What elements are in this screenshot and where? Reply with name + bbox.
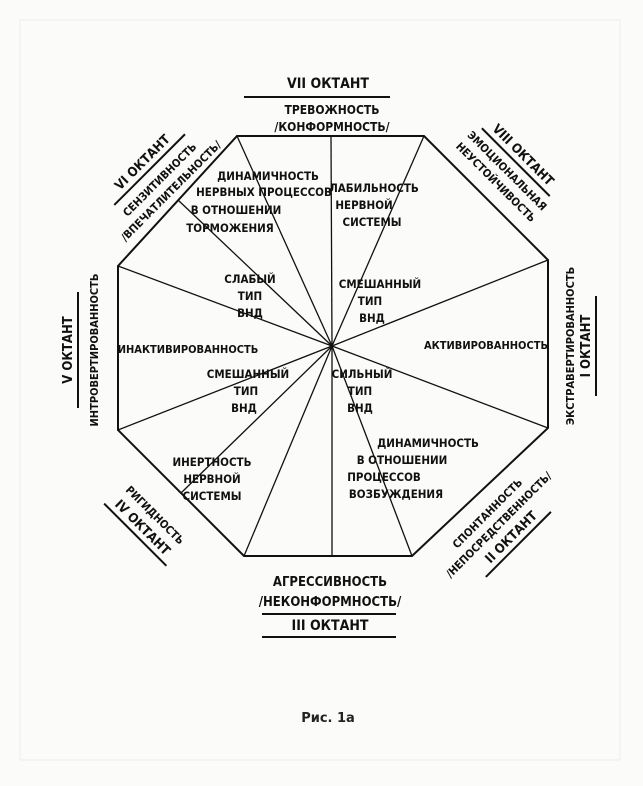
spoke-right-a	[331, 345, 549, 429]
octant-ii-underline	[485, 511, 552, 578]
octant-iii-line1: АГРЕССИВНОСТЬ	[273, 575, 387, 590]
inner-activity: АКТИВИРОВАННОСТЬ	[424, 339, 548, 352]
inner-inertness: ИНЕРТНОСТЬ НЕРВНОЙ СИСТЕМЫ	[172, 455, 251, 503]
octant-v-title: V ОКТАНТ	[61, 316, 76, 383]
octant-vii-line2: /КОНФОРМНОСТЬ/	[274, 120, 389, 134]
octant-iii-label: АГРЕССИВНОСТЬ /НЕКОНФОРМНОСТЬ/ III ОКТАН…	[259, 575, 402, 638]
octant-iii-line2: /НЕКОНФОРМНОСТЬ/	[259, 595, 402, 610]
spoke-bottom-right	[331, 345, 413, 557]
octant-i-line1: ЭКСТРАВЕРТИРОВАННОСТЬ	[564, 267, 577, 425]
spoke-top	[330, 135, 333, 347]
inner-lability-3: СИСТЕМЫ	[343, 215, 402, 229]
inner-lability-1: ЛАБИЛЬНОСТЬ	[329, 181, 419, 195]
inner-dynamics-excitation-2: В ОТНОШЕНИИ	[357, 453, 448, 467]
inner-dynamics-excitation: ДИНАМИЧНОСТЬ В ОТНОШЕНИИ ПРОЦЕССОВ ВОЗБУ…	[347, 436, 479, 501]
spoke-bottom-left-a	[180, 345, 333, 494]
inner-dynamics-inhibition-1: ДИНАМИЧНОСТЬ	[217, 169, 319, 183]
inner-strong-type: СИЛЬНЫЙ ТИП ВНД	[332, 366, 393, 415]
inner-weak-type-2: ТИП	[238, 289, 262, 303]
octant-vii-line1: ТРЕВОЖНОСТЬ	[285, 103, 380, 117]
spoke-top-left-a	[236, 135, 333, 347]
inner-mixed-type-upper-2: ТИП	[358, 294, 382, 308]
inner-weak-type-3: ВНД	[237, 306, 263, 320]
inner-dynamics-excitation-4: ВОЗБУЖДЕНИЯ	[349, 487, 443, 501]
inner-dynamics-inhibition-2: НЕРВНЫХ ПРОЦЕССОВ	[196, 185, 332, 199]
inner-inertness-2: НЕРВНОЙ	[183, 471, 240, 486]
octant-viii-underline	[481, 127, 551, 197]
octant-v-line1: ИНТРОВЕРТИРОВАННОСТЬ	[88, 274, 101, 427]
inner-dynamics-excitation-3: ПРОЦЕССОВ	[347, 470, 421, 484]
inner-strong-type-3: ВНД	[347, 401, 373, 415]
inner-inertness-3: СИСТЕМЫ	[183, 489, 242, 503]
octant-vi-underline	[113, 133, 186, 206]
octant-i-title: I ОКТАНТ	[579, 315, 594, 378]
octant-ii-label: СПОНТАННОСТЬ /НЕПОСРЕДСТВЕННОСТЬ/ II ОКТ…	[443, 469, 554, 580]
inner-lability-2: НЕРВНОЙ	[335, 197, 392, 212]
octant-iv-label: РИГИДНОСТЬ IV ОКТАНТ	[103, 483, 187, 567]
inner-strong-type-1: СИЛЬНЫЙ	[332, 366, 393, 381]
figure-caption: Рис. 1а	[301, 711, 355, 726]
octant-viii-label: VIII ОКТАНТ ЭМОЦИОНАЛЬНАЯ НЕУСТОЙЧИВОСТЬ	[453, 122, 556, 225]
inner-mixed-type-lower-3: ВНД	[231, 401, 257, 415]
inner-mixed-type-lower-1: СМЕШАННЫЙ	[207, 366, 289, 381]
inner-mixed-type-upper-3: ВНД	[359, 311, 385, 325]
octant-v-label: V ОКТАНТ ИНТРОВЕРТИРОВАННОСТЬ	[61, 274, 101, 427]
inner-inertness-1: ИНЕРТНОСТЬ	[172, 455, 251, 469]
page-border	[19, 19, 621, 761]
inner-inactivity: ИНАКТИВИРОВАННОСТЬ	[118, 343, 259, 356]
inner-dynamics-inhibition-3: В ОТНОШЕНИИ	[191, 203, 282, 217]
inner-strong-type-2: ТИП	[348, 384, 372, 398]
spoke-left-b	[117, 345, 333, 431]
spoke-top-right	[331, 135, 425, 347]
octant-vii-label: VII ОКТАНТ ТРЕВОЖНОСТЬ /КОНФОРМНОСТЬ/	[244, 76, 390, 134]
spoke-right-b	[331, 259, 549, 347]
inner-weak-type-1: СЛАБЫЙ	[224, 271, 275, 286]
spokes	[117, 135, 549, 557]
inner-mixed-type-lower: СМЕШАННЫЙ ТИП ВНД	[207, 366, 289, 415]
octant-i-label: ЭКСТРАВЕРТИРОВАННОСТЬ I ОКТАНТ	[564, 267, 597, 425]
spoke-left-a	[117, 265, 333, 347]
octant-iii-title: III ОКТАНТ	[292, 618, 369, 634]
inner-dynamics-inhibition-4: ТОРМОЖЕНИЯ	[186, 221, 274, 235]
inner-dynamics-excitation-1: ДИНАМИЧНОСТЬ	[377, 436, 479, 450]
inner-dynamics-inhibition: ДИНАМИЧНОСТЬ НЕРВНЫХ ПРОЦЕССОВ В ОТНОШЕН…	[186, 169, 332, 235]
spoke-bottom-left-b	[243, 345, 333, 557]
spoke-top-left-b	[177, 199, 333, 347]
inner-weak-type: СЛАБЫЙ ТИП ВНД	[224, 271, 275, 320]
inner-mixed-type-upper-1: СМЕШАННЫЙ	[339, 276, 421, 291]
inner-mixed-type-lower-2: ТИП	[234, 384, 258, 398]
octant-vii-title: VII ОКТАНТ	[287, 76, 369, 92]
octant-iv-underline	[103, 502, 168, 567]
inner-mixed-type-upper: СМЕШАННЫЙ ТИП ВНД	[339, 276, 421, 325]
inner-lability: ЛАБИЛЬНОСТЬ НЕРВНОЙ СИСТЕМЫ	[329, 181, 419, 229]
